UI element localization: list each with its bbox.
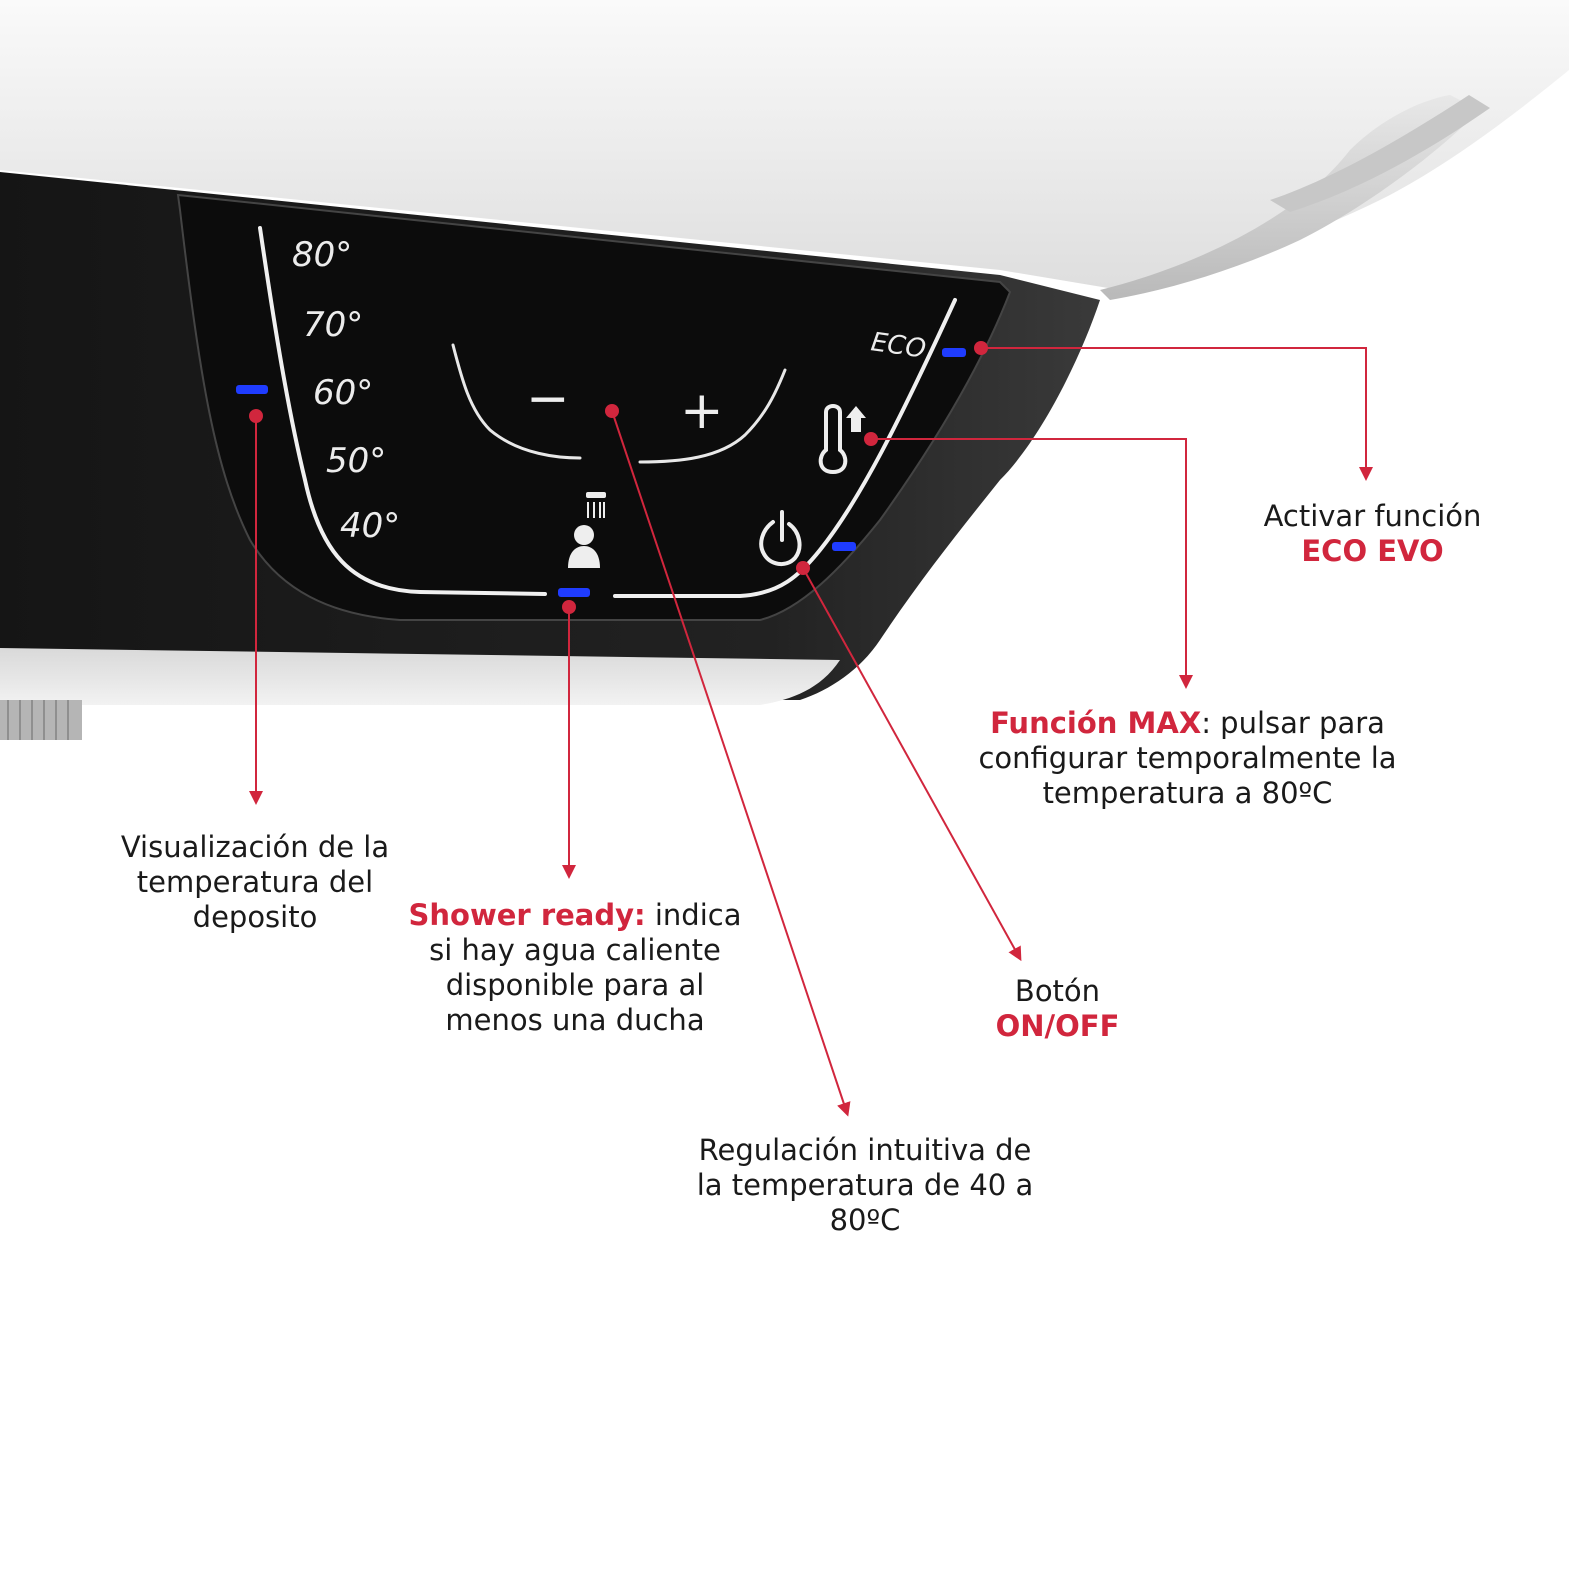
label-shower-line1: indica si hay agua	[429, 898, 742, 967]
label-temperature-regulation: Regulación intuitiva de la temperatura d…	[690, 1133, 1040, 1238]
label-shower-line3: para al menos una	[445, 968, 705, 1037]
scale-label-40: 40°	[340, 506, 400, 546]
label-display-line3: del deposito	[192, 865, 374, 934]
label-onoff-line1: Botón	[1014, 974, 1101, 1008]
label-onoff-button: Botón ON/OFF	[955, 974, 1160, 1044]
label-eco-line1: Activar función	[1263, 499, 1482, 533]
label-max-rest: : pulsar para	[1201, 706, 1385, 740]
label-max-highlight: Función MAX	[990, 706, 1202, 740]
heater-rim	[1100, 95, 1480, 300]
scale-label-60: 60°	[313, 373, 373, 413]
label-regulation-line2: de la temperatura	[696, 1133, 1032, 1202]
plus-button[interactable]: +	[680, 381, 724, 441]
bottom-curve	[613, 298, 957, 598]
label-eco-highlight: ECO EVO	[1301, 534, 1444, 568]
power-icon[interactable]	[759, 510, 802, 567]
power-led	[832, 542, 856, 551]
label-regulation-line1: Regulación intuitiva	[698, 1133, 986, 1167]
shower-ready-led	[558, 588, 590, 597]
label-shower-title: Shower ready:	[408, 898, 646, 932]
callout-dots	[249, 341, 988, 614]
label-max-line2: configurar temporalmente	[978, 741, 1362, 775]
minus-button[interactable]: −	[526, 369, 570, 429]
temp-indicator-led	[236, 385, 268, 394]
label-shower-line4: ducha	[615, 1003, 705, 1037]
label-onoff-highlight: ON/OFF	[995, 1009, 1120, 1043]
callout-lines	[249, 347, 1373, 1117]
plus-curve	[638, 368, 787, 464]
scale-label-70: 70°	[303, 305, 363, 345]
thermometer-max-icon[interactable]	[818, 404, 866, 475]
eco-led	[942, 348, 966, 357]
heater-bottom	[0, 648, 840, 705]
water-fitting	[0, 700, 82, 740]
scale-label-50: 50°	[326, 441, 386, 481]
label-display-line1: Visualización de	[120, 830, 355, 864]
label-eco-function: Activar función ECO EVO	[1240, 499, 1505, 569]
label-max-function: Función MAX: pulsar para configurar temp…	[960, 706, 1415, 811]
heater-rim-highlight	[1270, 95, 1490, 212]
label-max-line3: la temperatura a 80ºC	[1042, 741, 1397, 810]
label-regulation-line3: de 40 a 80ºC	[829, 1168, 1034, 1237]
label-shower-line2: caliente disponible	[445, 933, 721, 1002]
label-shower-ready: Shower ready: indica si hay agua calient…	[400, 898, 750, 1038]
label-temperature-display: Visualización de la temperatura del depo…	[105, 830, 405, 935]
scale-curve	[258, 226, 547, 596]
label-display-line2: la temperatura	[136, 830, 390, 899]
scale-label-80: 80°	[292, 235, 352, 275]
control-panel	[176, 193, 1012, 621]
heater-top-shell	[0, 0, 1569, 290]
shower-icon	[568, 492, 606, 568]
minus-curve	[451, 343, 582, 460]
